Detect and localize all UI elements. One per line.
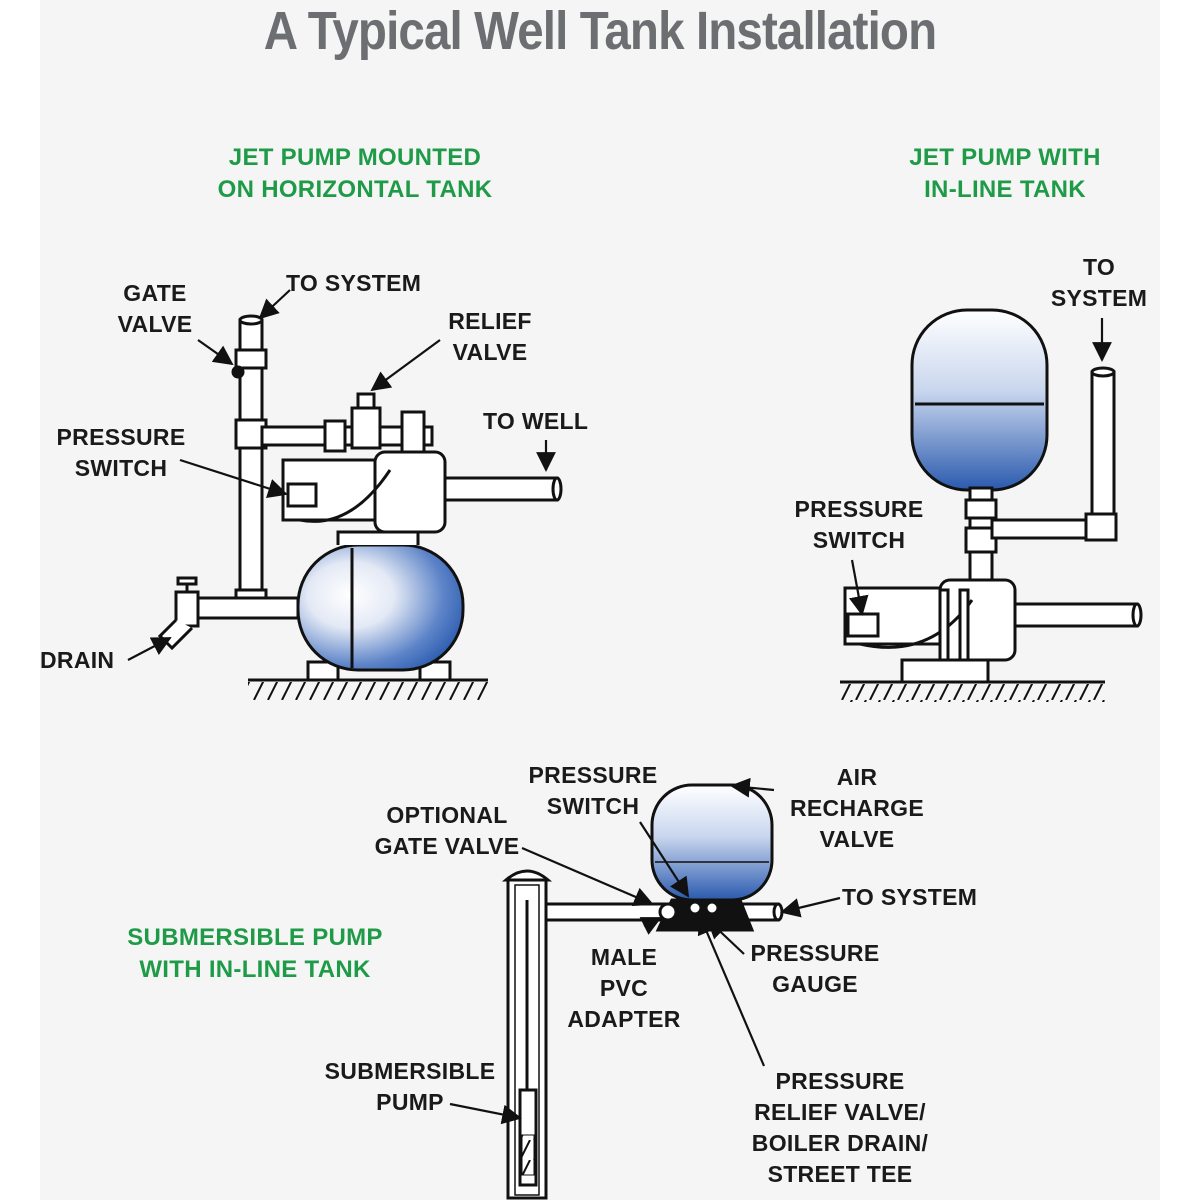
horizontal-tank [296,543,465,672]
label-optional-gate-valve: OPTIONAL GATE VALVE [374,802,520,859]
well-pipe [443,476,559,502]
label-to-well: TO WELL [483,408,589,434]
pump-saddle [336,530,420,545]
label-submersible-pump: SUBMERSIBLE PUMP [324,1058,496,1115]
label-pressure-gauge: PRESSURE GAUGE [750,940,880,997]
diagram1-arrows [127,289,556,661]
vertical-tank [910,308,1049,492]
label-to-system-3: TO SYSTEM [842,884,978,910]
diagram2-arrows [849,318,1112,616]
tank-leg [306,660,340,682]
label-relief-valve: RELIEF VALVE [448,308,532,365]
label-drain: DRAIN [40,647,115,673]
section-heading-inline: JET PUMP WITH IN-LINE TANK [909,144,1101,203]
horizontal-tank-diagram [157,314,563,700]
label-pressure-switch-3: PRESSURE SWITCH [528,762,658,819]
ground-hatch [248,682,488,700]
pressure-switch-box [846,612,880,638]
submersible-diagram [501,783,784,1200]
top-horizontal-pipe [260,425,434,447]
inline-tank-diagram [840,308,1143,702]
label-air-recharge-valve: AIR RECHARGE VALVE [789,764,925,852]
label-pressure-relief: PRESSURE RELIEF VALVE/ BOILER DRAIN/ STR… [751,1068,929,1187]
label-to-system-2: TO SYSTEM [1050,254,1148,311]
drain-pipe [188,596,300,620]
section-heading-submersible: SUBMERSIBLE PUMP WITH IN-LINE TANK [127,924,383,983]
diagram3-arrows [449,777,841,1125]
page-title: A Typical Well Tank Installation [263,1,937,61]
pressure-switch-box [286,482,318,508]
system-pipe [990,518,1094,540]
well-cap [501,869,553,882]
pump-housing [938,578,1017,662]
pump-housing [373,450,447,534]
ground-hatch [840,684,1105,702]
section-heading-horizontal: JET PUMP MOUNTED ON HORIZONTAL TANK [217,144,493,203]
label-pressure-switch-1: PRESSURE SWITCH [56,424,186,481]
label-to-system-1: TO SYSTEM [286,270,422,296]
label-gate-valve: GATE VALVE [117,280,193,337]
label-male-pvc-adapter: MALE PVC ADAPTER [567,944,681,1032]
relief-valve [350,406,382,450]
label-pressure-switch-2: PRESSURE SWITCH [794,496,924,553]
